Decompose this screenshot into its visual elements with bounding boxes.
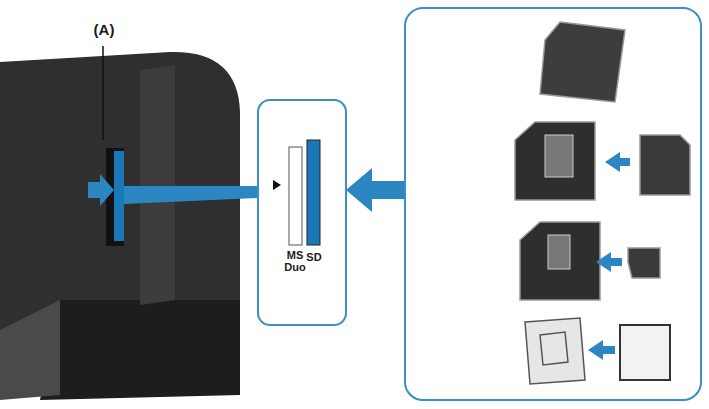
minisd-inset (545, 135, 573, 177)
mark-triangle (273, 180, 281, 190)
printer-tray (40, 300, 240, 400)
rsmmc-card (620, 325, 670, 380)
sd-slot (114, 151, 124, 241)
card-slot-recess (106, 148, 124, 246)
insert-arrow (88, 174, 114, 206)
inset-frame (258, 100, 346, 325)
sd-slot-inset (307, 140, 320, 245)
rsmmc-adapter-detail (540, 332, 568, 365)
card-panel (405, 8, 701, 400)
ms-duo-slot (289, 147, 302, 245)
leader-line (102, 46, 104, 140)
zoom-wedge (124, 186, 258, 204)
minisd-card (640, 135, 690, 195)
microsd-adapter (520, 222, 600, 300)
printer-panel (0, 300, 60, 400)
printer-edge (140, 65, 175, 305)
rsmmc-adapter (525, 318, 585, 384)
microsd-card (628, 248, 660, 278)
small-arrow (588, 340, 615, 360)
slot-label: MS Duo (280, 250, 310, 273)
slot-label: SD (300, 252, 328, 264)
minisd-adapter (515, 122, 595, 200)
microsd-inset (548, 235, 570, 269)
callout-label: (A) (86, 22, 122, 38)
small-arrow (596, 252, 622, 272)
small-arrow (605, 152, 630, 172)
sd-card (540, 22, 625, 102)
direction-arrow (346, 168, 404, 212)
